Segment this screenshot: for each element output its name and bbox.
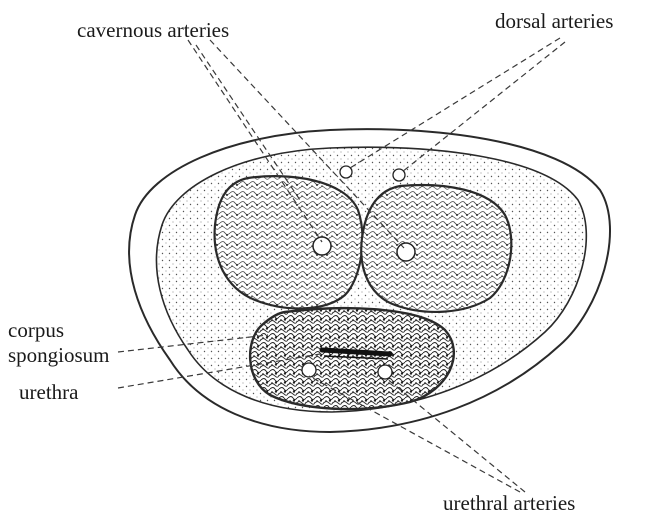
- right-dorsal-artery: [393, 169, 405, 181]
- left-urethral-artery: [302, 363, 316, 377]
- corpus-spongiosum: [250, 308, 454, 409]
- right-urethral-artery: [378, 365, 392, 379]
- label-urethra: urethra: [19, 382, 78, 403]
- label-urethral-arteries: urethral arteries: [443, 493, 575, 514]
- label-spongiosum: spongiosum: [8, 345, 110, 366]
- right-corpus-cavernosum: [361, 185, 511, 312]
- label-corpus: corpus: [8, 320, 64, 341]
- label-cavernous-arteries: cavernous arteries: [77, 20, 229, 41]
- right-cavernous-artery: [397, 243, 415, 261]
- label-dorsal-arteries: dorsal arteries: [495, 11, 613, 32]
- left-cavernous-artery: [313, 237, 331, 255]
- left-dorsal-artery: [340, 166, 352, 178]
- left-corpus-cavernosum: [215, 176, 363, 308]
